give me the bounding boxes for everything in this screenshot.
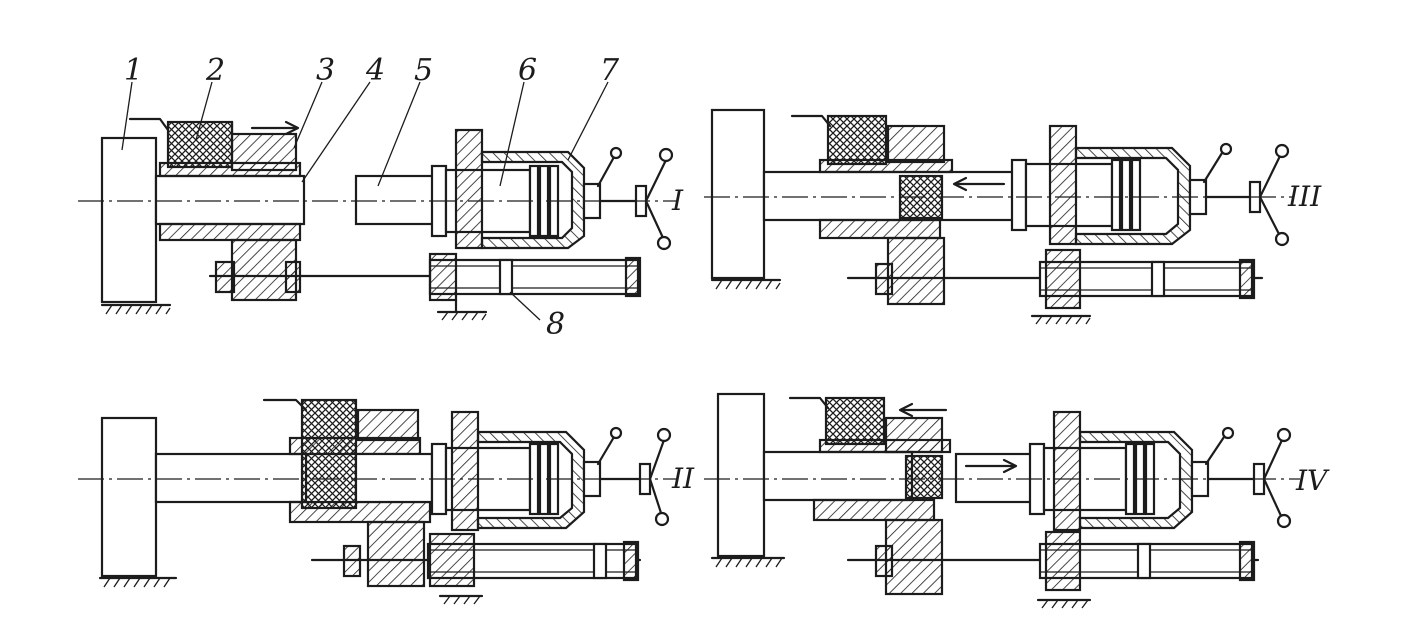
- cylinder-mount: [1044, 530, 1082, 592]
- tie-rod-nut: [342, 544, 362, 578]
- cylinder-housing: [1078, 430, 1194, 530]
- panel-label-iii: III: [1287, 180, 1322, 213]
- material: [300, 398, 358, 510]
- ground-symbol: [710, 556, 786, 568]
- core-rod: [762, 170, 1016, 222]
- cylinder-8-body: [428, 258, 640, 296]
- material-2: [166, 120, 234, 169]
- ring-bottom: [886, 236, 946, 306]
- part-label-1: 1: [124, 53, 143, 88]
- core-rod-4: [154, 174, 306, 226]
- cylinder-housing: [1074, 146, 1192, 246]
- part-label-8: 8: [546, 307, 565, 342]
- cylinder-frame: [454, 128, 484, 250]
- ring-bottom: [884, 518, 944, 596]
- panel-label-iv: IV: [1295, 464, 1330, 497]
- direction-arrow-left: [898, 402, 948, 418]
- mold-sleeve-bottom: [818, 218, 942, 240]
- ring-top: [884, 416, 944, 454]
- panel-ii: II: [78, 398, 695, 605]
- cylinder-piston: [1150, 260, 1166, 298]
- cylinder-piston: [1136, 542, 1152, 580]
- cylinder-frame: [1048, 124, 1078, 246]
- cylinder-mount: [1044, 248, 1082, 310]
- tie-rod-nut: [874, 544, 894, 578]
- cylinder-8-end: [624, 256, 642, 298]
- cylinder-8-piston: [498, 258, 514, 296]
- part-label-6: 6: [518, 53, 537, 88]
- cylinder-frame: [1052, 410, 1082, 532]
- flange-collar: [1010, 158, 1028, 232]
- cylinder-housing-7: [480, 150, 586, 250]
- cylinder-end: [622, 540, 640, 582]
- material-lip: [790, 114, 832, 128]
- ring-top: [886, 124, 946, 164]
- ground-symbol: [438, 594, 484, 605]
- ground-symbol: [436, 298, 488, 321]
- ground-symbol: [1030, 314, 1092, 325]
- handwheel-icon: [1204, 426, 1292, 529]
- mold-sleeve-bottom: [158, 222, 302, 242]
- mandrel-5: [354, 174, 436, 226]
- panel-label-i: I: [671, 184, 684, 217]
- platen-1: [100, 136, 158, 304]
- direction-arrow-right: [250, 120, 300, 136]
- material: [826, 114, 888, 166]
- cylinder-housing: [476, 430, 586, 530]
- platen: [100, 416, 158, 578]
- direction-arrow-left: [952, 176, 1006, 192]
- tie-rod-nut-right: [284, 260, 302, 294]
- material-lip: [262, 398, 308, 412]
- material: [824, 396, 886, 446]
- ground-symbol: [98, 576, 178, 588]
- direction-arrow-right: [964, 458, 1018, 474]
- ring-bottom: [366, 520, 426, 588]
- core-rod: [762, 450, 914, 502]
- cylinder-8-mount: [428, 252, 458, 302]
- platen: [716, 392, 766, 558]
- cylinder-piston: [592, 542, 608, 580]
- part-label-7: 7: [600, 53, 620, 88]
- ground-symbol: [1036, 598, 1092, 609]
- cylinder-end: [1238, 258, 1256, 300]
- part-label-2: 2: [205, 53, 225, 88]
- platen: [710, 108, 766, 280]
- piston-plates: [1110, 158, 1142, 232]
- mold-sleeve-bottom: [812, 498, 936, 522]
- handwheel-icon: [596, 146, 674, 251]
- compacted-tube: [904, 454, 944, 500]
- panel-iii: III: [704, 108, 1322, 325]
- ring-top: [356, 408, 420, 442]
- material-lip: [128, 117, 170, 132]
- material-lip: [788, 396, 830, 410]
- cylinder-end: [1238, 540, 1256, 582]
- panel-i: 1 2 3 4 5 6 7 8 I: [78, 53, 684, 342]
- panel-label-ii: II: [671, 462, 695, 495]
- tie-rod-nut: [874, 262, 894, 296]
- mandrel: [354, 452, 434, 504]
- cylinder-mount: [428, 532, 476, 588]
- tie-rod-nut-left: [214, 260, 236, 294]
- mandrel: [954, 452, 1034, 504]
- ground-symbol: [710, 278, 782, 290]
- handwheel-icon: [596, 426, 672, 527]
- core-rod: [154, 452, 308, 504]
- part-label-5: 5: [414, 53, 433, 88]
- ground-symbol: [100, 303, 172, 315]
- handwheel-icon: [1202, 142, 1290, 247]
- part-label-3: 3: [316, 53, 335, 88]
- cylinder-frame: [450, 410, 480, 532]
- panel-iv: IV: [704, 392, 1330, 609]
- ring-3-top: [230, 132, 298, 172]
- part-label-4: 4: [365, 53, 385, 88]
- leader-lines: [121, 81, 609, 321]
